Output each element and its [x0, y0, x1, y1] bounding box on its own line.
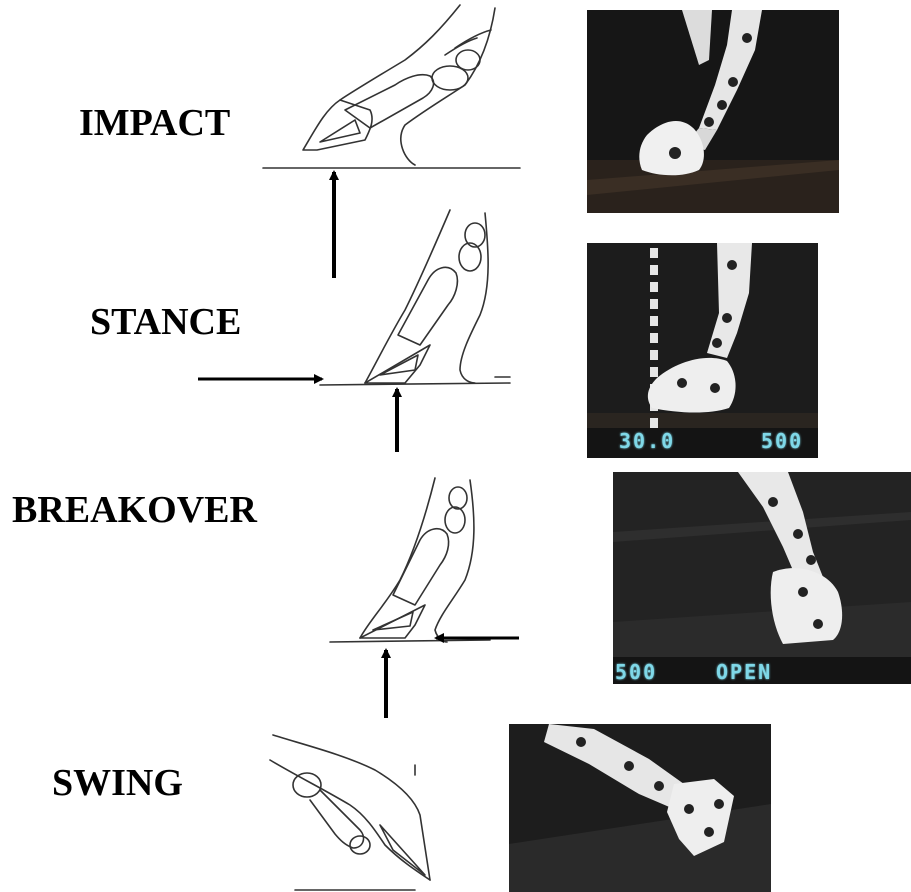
gait-phase-figure: IMPACT STANCE BREAKOVER SWING: [0, 0, 911, 892]
arrows-layer: [0, 0, 911, 892]
